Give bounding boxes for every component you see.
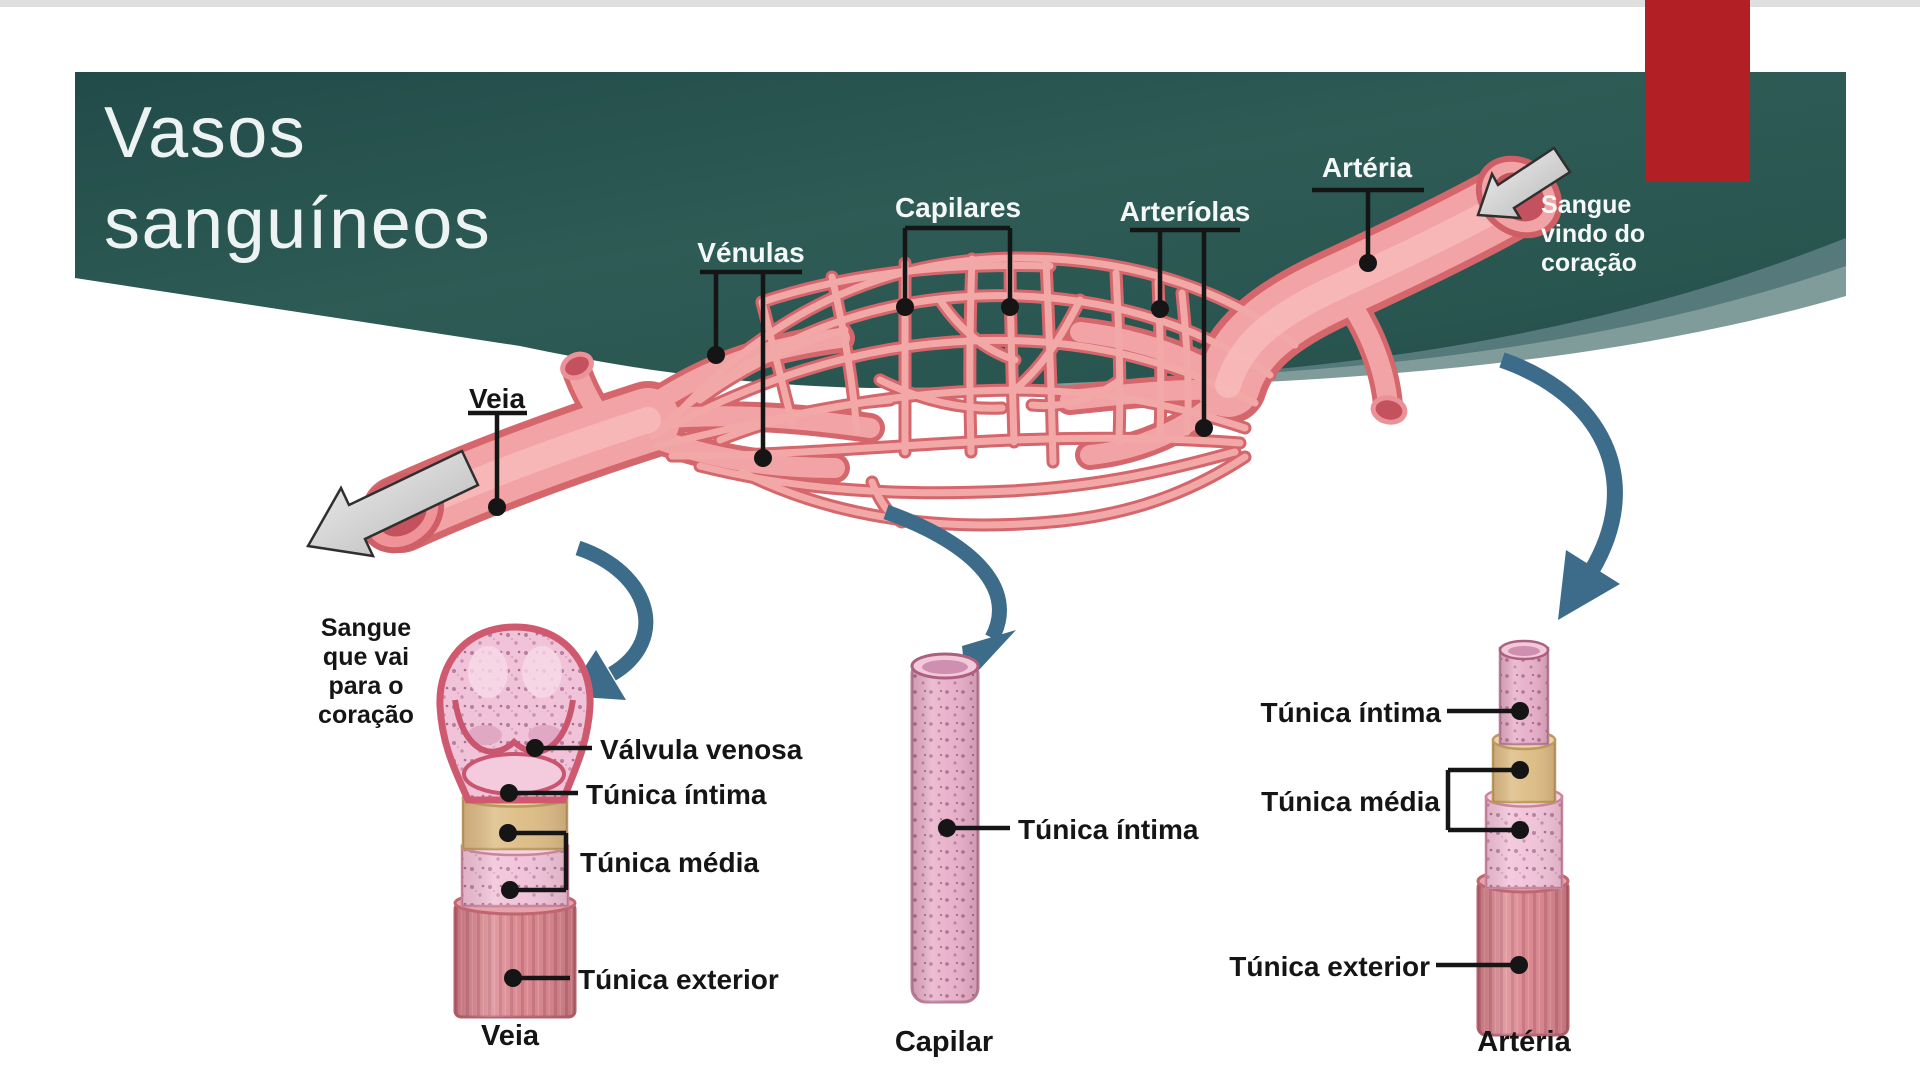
label-artery-tunica-exterior: Túnica exterior <box>1229 951 1430 982</box>
zoom-arrowheads <box>566 550 1620 700</box>
caption-veia: Veia <box>480 1020 540 1052</box>
label-artery-tunica-media: Túnica média <box>1261 786 1440 817</box>
blood-out-arrow-icon <box>306 449 480 558</box>
label-valvula-venosa: Válvula venosa <box>600 734 803 765</box>
zoom-arrow-capillary <box>883 504 1007 642</box>
leader-lines <box>468 187 1518 981</box>
red-accent-rectangle <box>1645 0 1750 182</box>
label-capillary-tunica-intima: Túnica íntima <box>1018 814 1199 845</box>
note-blood-from-heart: Sangue vindo do coração <box>1541 191 1646 277</box>
label-vein-tunica-intima: Túnica íntima <box>586 779 767 810</box>
arteriole-stub-opening <box>1370 395 1408 425</box>
leader-dots <box>488 254 1529 987</box>
label-artery-tunica-intima: Túnica íntima <box>1260 697 1441 728</box>
venule-stub-opening <box>560 351 594 381</box>
label-arteriolas: Arteríolas <box>1119 196 1251 227</box>
label-arteria-top: Artéria <box>1321 152 1413 183</box>
title-line-2: sanguíneos <box>104 184 492 264</box>
slide-top-edge <box>0 0 1920 7</box>
caption-arteria: Artéria <box>1477 1026 1571 1058</box>
zoom-arrow-vein <box>575 540 654 681</box>
label-venulas: Vénulas <box>697 237 805 268</box>
zoom-arrow-artery <box>1499 352 1623 575</box>
label-vein-tunica-exterior: Túnica exterior <box>578 964 779 995</box>
label-capilares: Capilares <box>894 192 1022 223</box>
caption-capilar: Capilar <box>894 1026 994 1058</box>
zoom-arrows <box>575 352 1623 681</box>
note-blood-to-heart: Sangue que vai para o coração <box>318 614 414 729</box>
page-title: Vasos sanguíneos <box>104 88 491 270</box>
venous-valve-leaflets <box>452 699 576 755</box>
vein-detail-figure <box>436 623 594 1019</box>
label-veia-top: Veia <box>468 383 526 414</box>
label-vein-tunica-media: Túnica média <box>580 847 759 878</box>
title-line-1: Vasos <box>104 93 307 173</box>
blood-in-arrow-icon <box>1476 146 1572 220</box>
